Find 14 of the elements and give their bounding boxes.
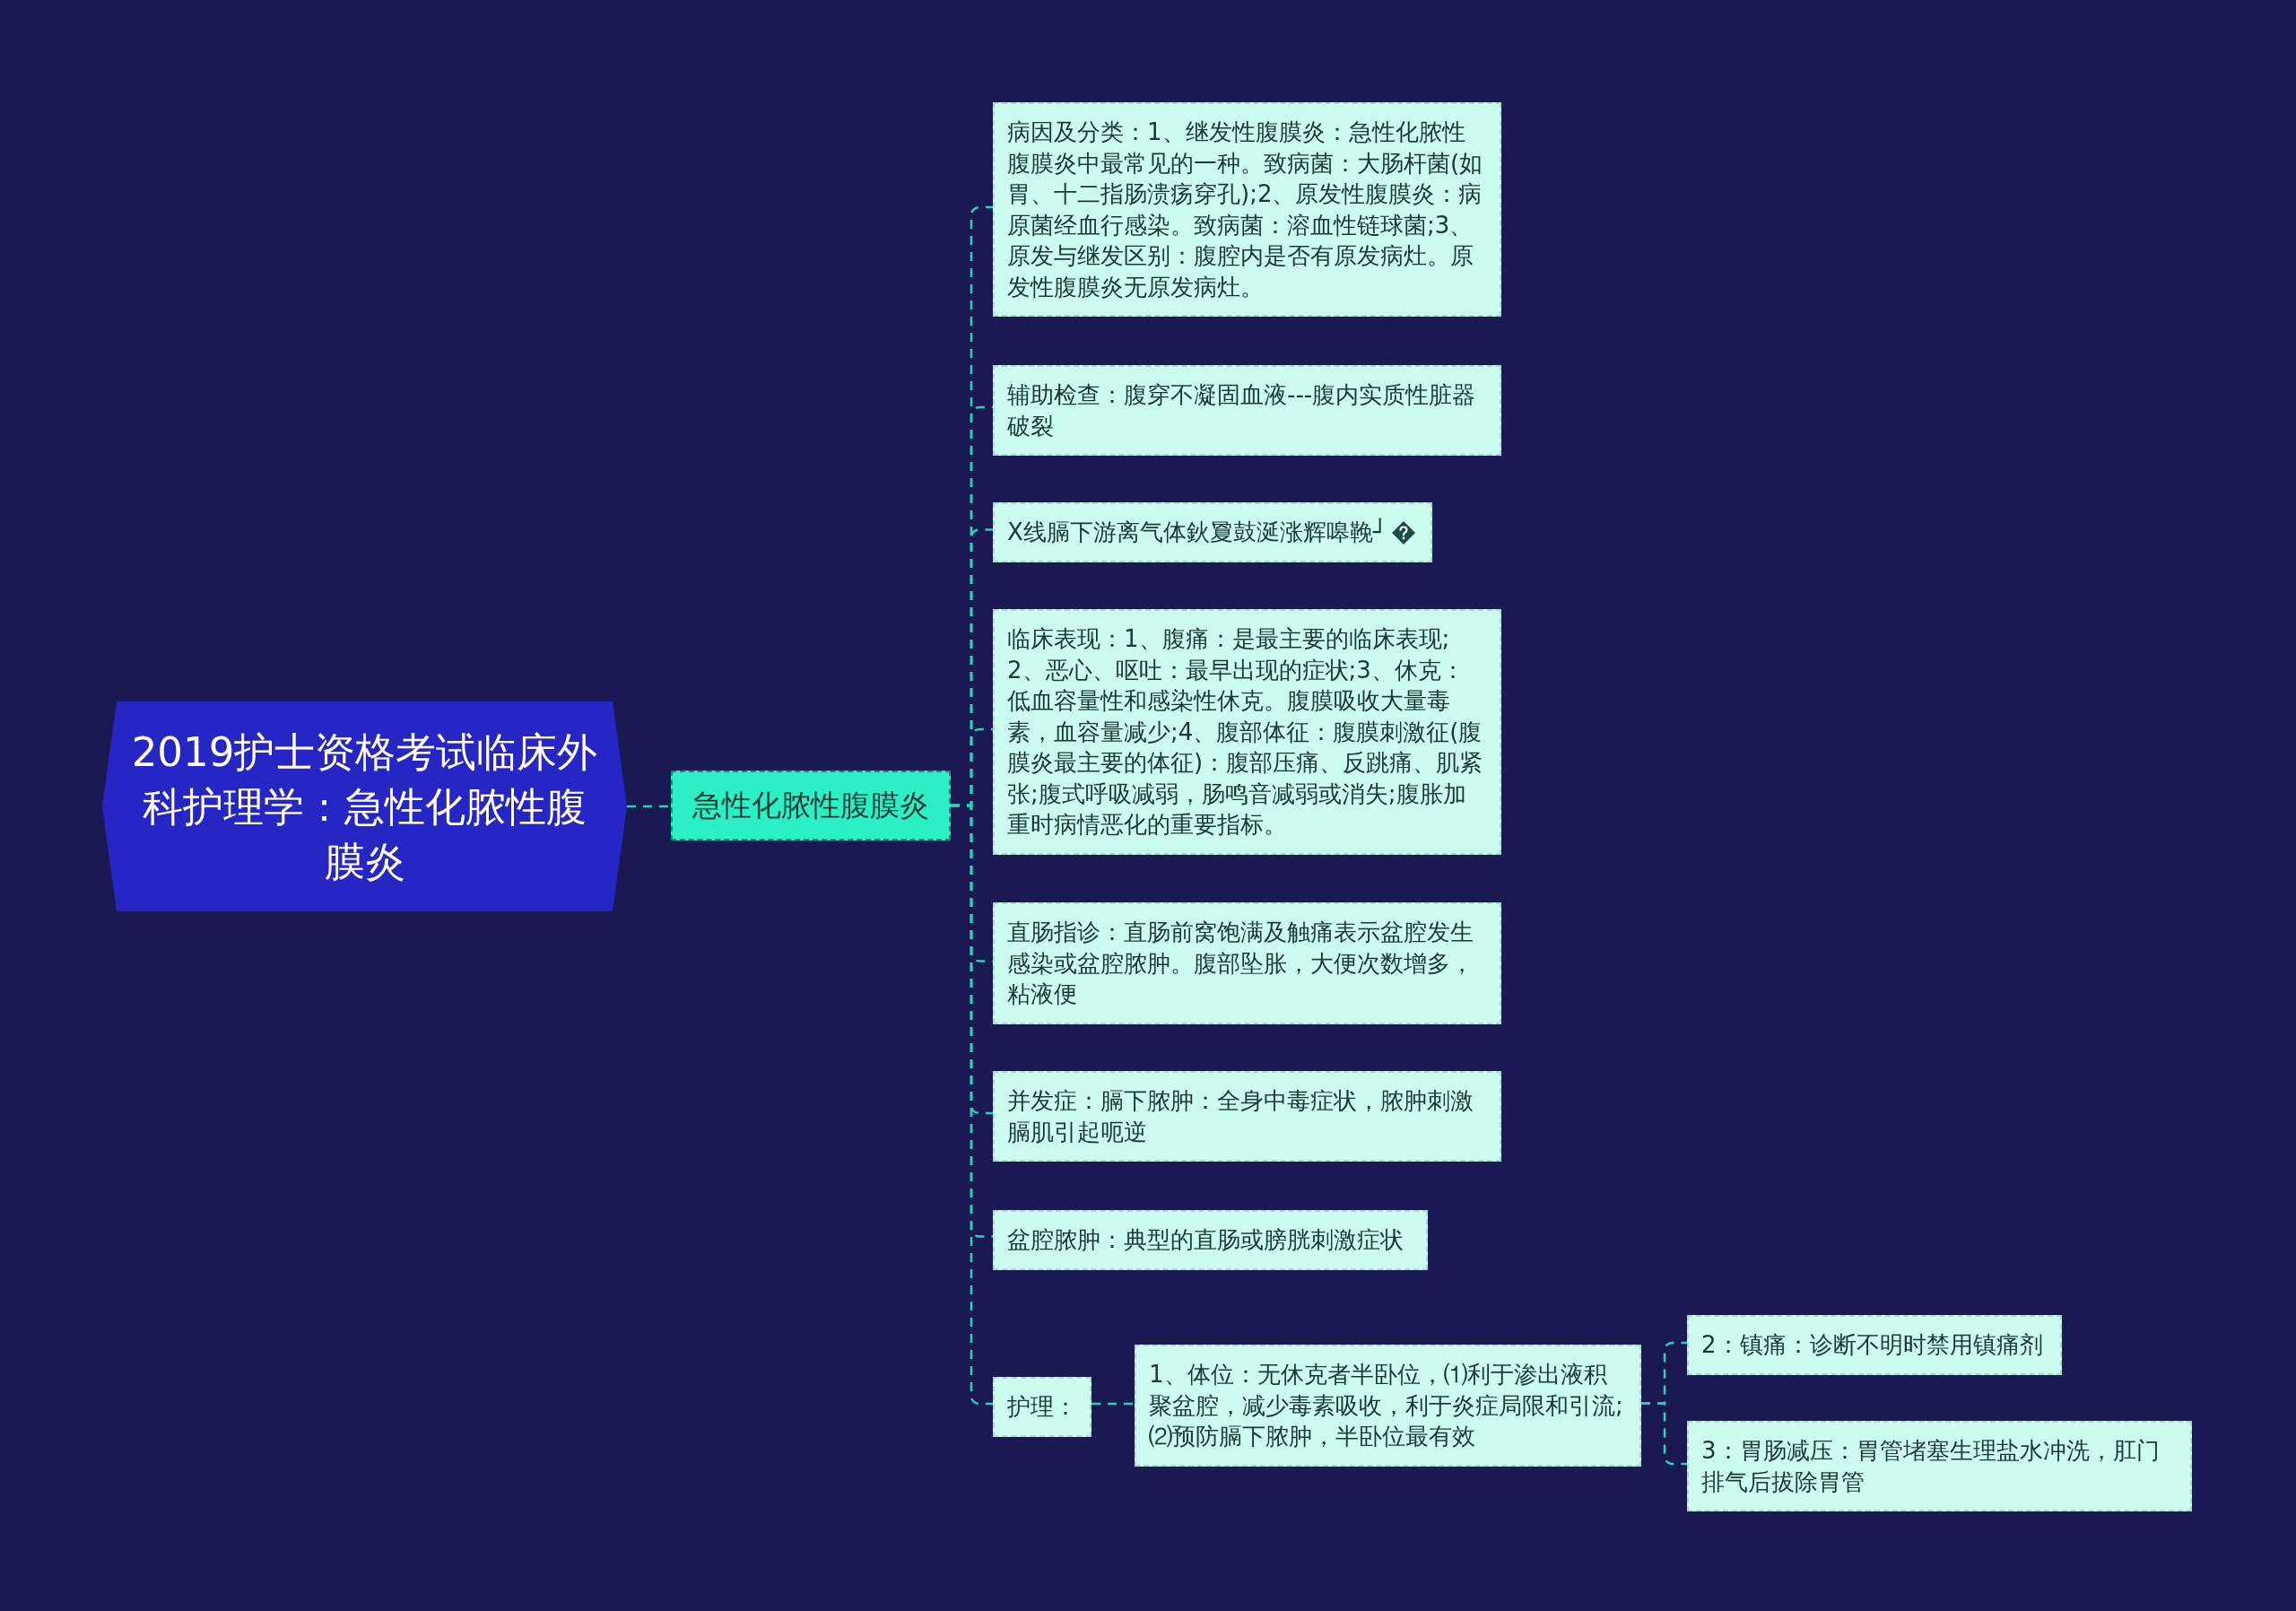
topic-box: 急性化脓性腹膜炎 xyxy=(671,771,951,840)
connector-line xyxy=(627,805,671,808)
note-box: X线膈下游离气体鈥夐鼓涎涨辉嗥鞔┘ xyxy=(993,502,1432,562)
note-box: 3：胃肠减压：胃管堵塞生理盐水冲洗，肛门排气后拔除胃管 xyxy=(1687,1421,2192,1511)
note-box: 并发症：膈下脓肿：全身中毒症状，脓肿刺激膈肌引起呃逆 xyxy=(993,1071,1501,1162)
note-box: 盆腔脓肿：典型的直肠或膀胱刺激症状 xyxy=(993,1210,1428,1270)
note-box: 1、体位：无休克者半卧位，⑴利于渗出液积聚盆腔，减少毒素吸收，利于炎症局限和引流;⑵预防膈下脓肿，半卧位最有效 xyxy=(1135,1345,1641,1467)
note-box: 直肠指诊：直肠前窝饱满及触痛表示盆腔发生感染或盆腔脓肿。腹部坠胀，大便次数增多，粘液便 xyxy=(993,902,1501,1024)
note-box: 临床表现：1、腹痛：是最主要的临床表现;2、恶心、呕吐：最早出现的症状;3、休克：低血容量性和感染性休克。腹膜吸收大量毒素，血容量减少;4、腹部体征：腹膜刺激征(腹膜炎最主要的体征)：腹部压痛、反跳痛、肌紧张;腹式呼吸减弱，肠鸣音减弱或消失;腹胀加重时病情恶化的重要指标。 xyxy=(993,609,1501,855)
connector-line xyxy=(1091,1402,1135,1406)
note-box: 病因及分类：1、继发性腹膜炎：急性化脓性腹膜炎中最常见的一种。致病菌：大肠杆菌(如胃、十二指肠溃疡穿孔);2、原发性腹膜炎：病原菌经血行感染。致病菌：溶血性链球菌;3、原发与继发区别：腹腔内是否有原发病灶。原发性腹膜炎无原发病灶。 xyxy=(993,102,1501,317)
note-box: 辅助检查：腹穿不凝固血液---腹内实质性脏器破裂 xyxy=(993,365,1501,456)
note-box: 护理： xyxy=(993,1377,1091,1437)
note-box: 2：镇痛：诊断不明时禁用镇痛剂 xyxy=(1687,1315,2062,1375)
